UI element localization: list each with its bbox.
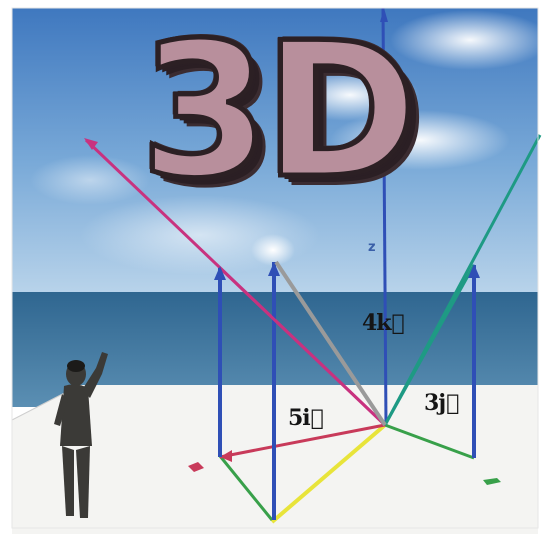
j-path-right: [384, 423, 475, 460]
k-component-label: 4k⃗: [362, 310, 405, 336]
title-3d-text: 3D: [138, 2, 421, 219]
j-path-bottom: [218, 455, 274, 521]
i-component-label: 5i⃗: [288, 405, 324, 431]
i-path-arrowhead: [220, 450, 232, 462]
j-component-label: 3j⃗: [424, 390, 459, 416]
z-axis-line: [381, 7, 388, 426]
top-left-link: [218, 266, 387, 427]
light-glow: [251, 234, 295, 266]
resultant-vector: [274, 260, 387, 427]
x-axis-arrowhead: [84, 138, 98, 150]
y-marker-icon: [483, 478, 501, 485]
top-right-link: [383, 264, 476, 426]
x-marker-icon: [188, 462, 204, 472]
post-arrowheads: [214, 8, 480, 280]
i-path-line: [219, 423, 386, 459]
diagonal-yellow-line: [270, 423, 387, 524]
z-axis-label: z: [368, 240, 376, 255]
avatar-figure: [54, 352, 108, 518]
